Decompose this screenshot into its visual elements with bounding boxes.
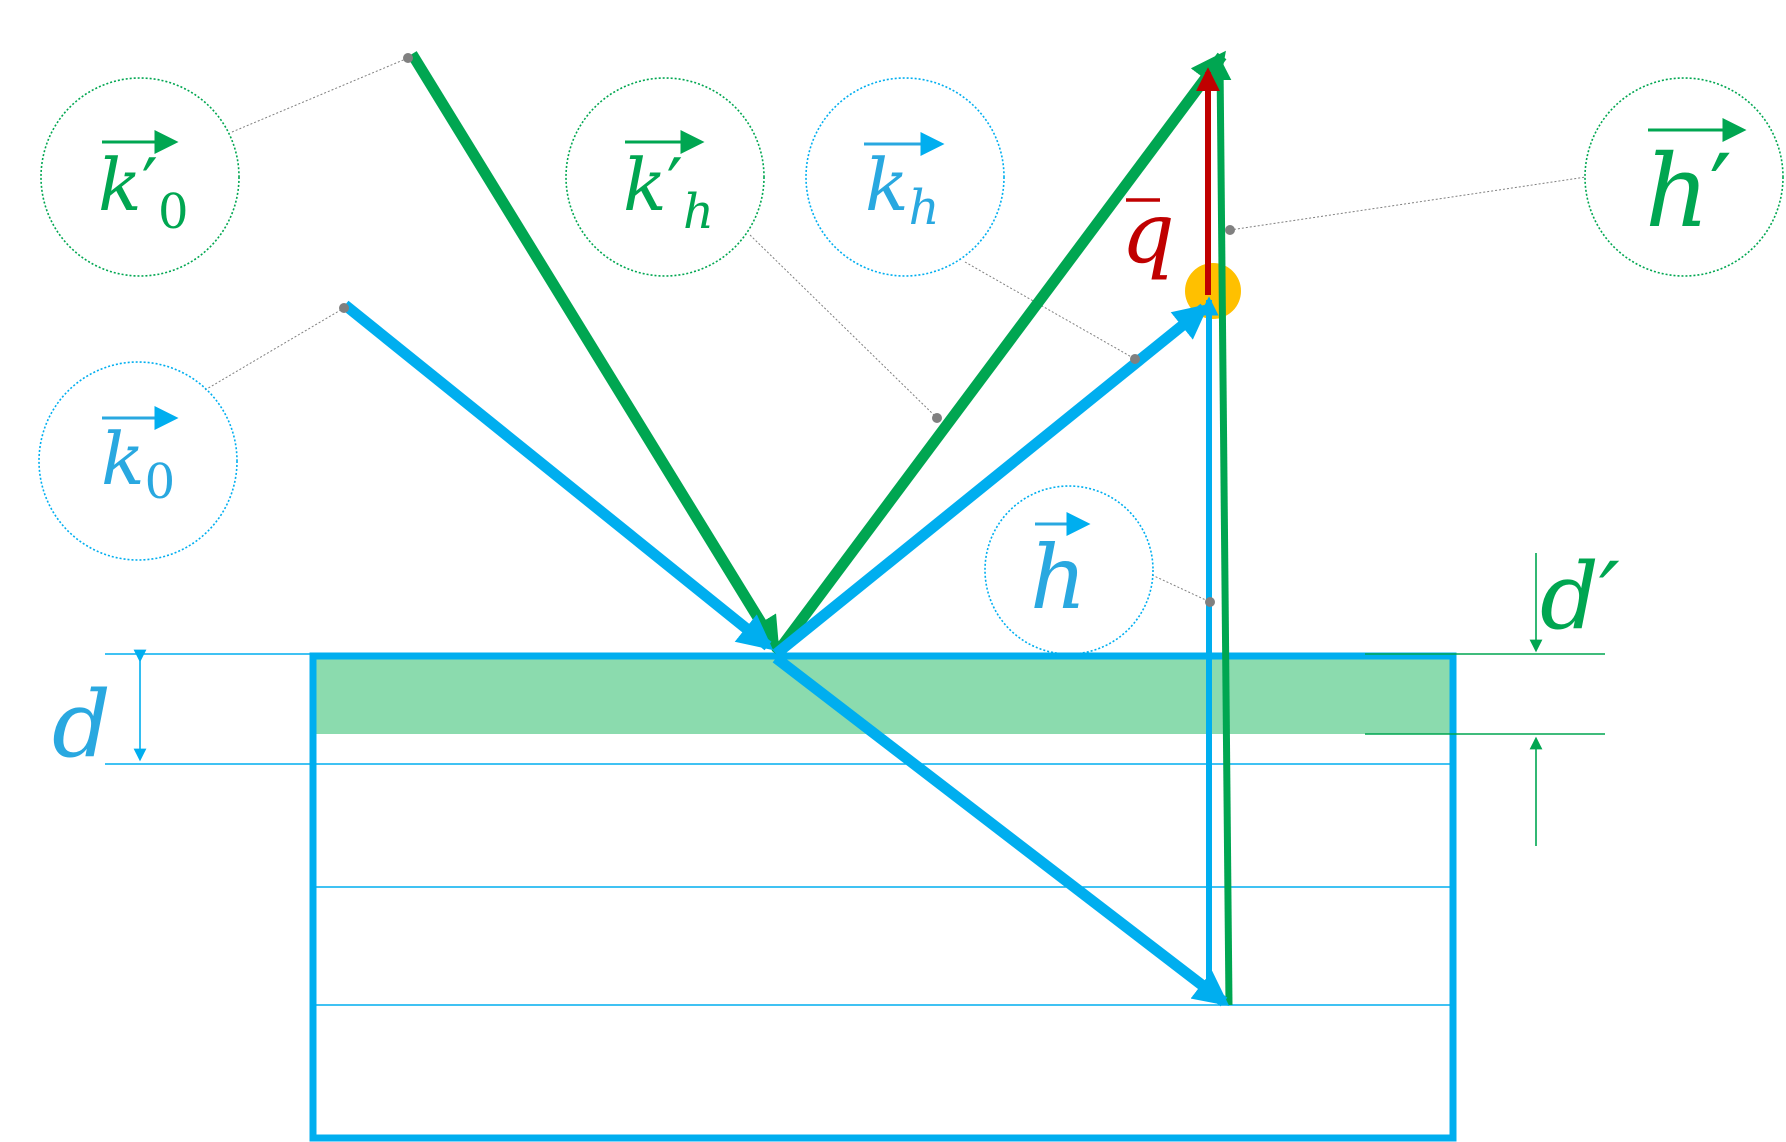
kh-base: k: [865, 143, 909, 227]
vector-h-prime: [1208, 57, 1233, 1006]
svg-text:h′: h′: [1645, 133, 1732, 250]
leader-dot-k0: [339, 303, 349, 313]
kh-prime-sub: h: [683, 184, 714, 240]
leader-h-prime: [1229, 176, 1587, 231]
callout-circle-h-prime: [1584, 77, 1784, 277]
vector-kh-prime: [771, 50, 1227, 658]
label-k0: k0: [101, 406, 179, 510]
k0-prime-base: k: [98, 143, 142, 227]
svg-text:k′h: k′h: [623, 143, 714, 240]
leader-dot-k0-prime: [403, 53, 413, 63]
leader-dot-kh-prime: [932, 413, 942, 423]
callout-circle-k0-prime: [40, 77, 240, 277]
leader-dot-kh: [1130, 354, 1140, 364]
surface-layer-band: [315, 656, 1453, 734]
h-base: h: [1030, 526, 1087, 629]
callout-circle-kh-prime: [565, 77, 765, 277]
svg-text:h: h: [1030, 526, 1087, 629]
callout-circle-k0: [38, 361, 238, 561]
label-k0-prime: k′0: [98, 130, 189, 240]
k0-prime-mark: ′: [142, 143, 158, 227]
svg-text:k0: k0: [101, 417, 175, 510]
label-h-prime: h′: [1645, 118, 1747, 250]
leader-kh: [964, 261, 1136, 360]
h-prime-base: h: [1645, 133, 1709, 250]
svg-text:q: q: [1121, 184, 1175, 282]
label-kh: kh: [864, 132, 945, 236]
k0-prime-sub: 0: [158, 184, 189, 240]
crystal-outline: [309, 652, 1457, 1142]
d-label: d: [52, 671, 111, 778]
kh-prime-base: k: [623, 143, 667, 227]
leader-h: [1151, 574, 1211, 603]
kh-prime-mark: ′: [667, 143, 683, 227]
vector-kh: [772, 303, 1210, 659]
h-prime-mark: ′: [1709, 133, 1732, 250]
d-prime-label: d′: [1540, 543, 1620, 650]
leader-dot-h-prime: [1225, 225, 1235, 235]
label-kh-prime: k′h: [623, 130, 714, 240]
vector-k0: [341, 300, 774, 651]
label-h: h: [1030, 512, 1091, 629]
callout-circle-h: [984, 485, 1154, 655]
svg-text:k′0: k′0: [98, 143, 189, 240]
callout-circle-kh: [805, 77, 1005, 277]
leader-k0-prime: [231, 57, 409, 133]
vector-k0-prime: [407, 51, 781, 653]
kh-sub: h: [909, 180, 940, 236]
k0-sub: 0: [145, 454, 176, 510]
leader-k0: [204, 307, 345, 391]
leader-dot-h: [1205, 597, 1215, 607]
transmitted-beam: [772, 653, 1230, 1007]
q-base: q: [1121, 184, 1175, 282]
leader-kh-prime: [749, 234, 938, 419]
k0-base: k: [101, 417, 145, 501]
svg-text:kh: kh: [865, 143, 940, 236]
label-q: q: [1121, 184, 1175, 282]
